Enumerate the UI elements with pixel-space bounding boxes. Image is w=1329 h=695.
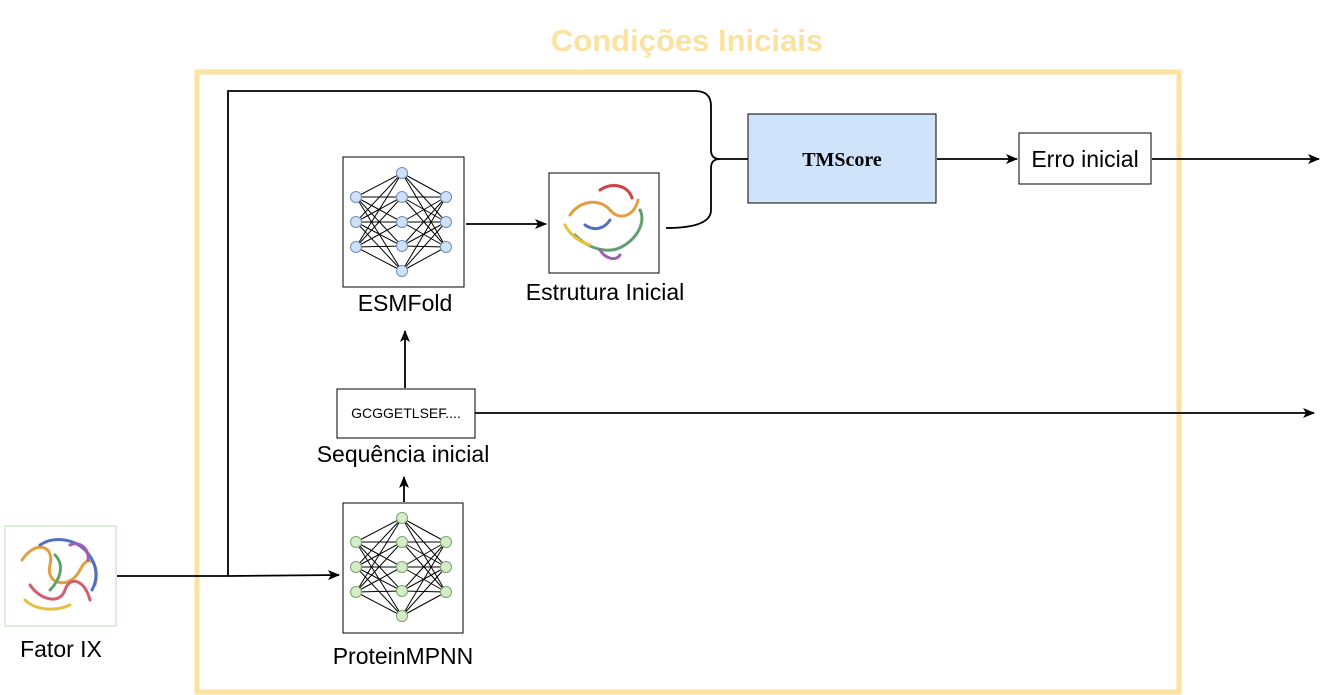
network-edge (355, 246, 403, 272)
estrutura-protein-icon (563, 184, 644, 261)
estrutura-node: Estrutura Inicial (526, 172, 685, 305)
network-node (350, 536, 362, 548)
network-edge (401, 517, 447, 543)
fator-ix-node: Fator IX (4, 525, 117, 662)
sequence-node: GCGGETLSEF.... Sequência inicial (317, 388, 490, 467)
network-edge (401, 221, 447, 272)
esmfold-network-icon (350, 167, 452, 277)
network-edge (401, 196, 447, 272)
network-node (350, 586, 362, 598)
erro-label: Erro inicial (1031, 146, 1138, 172)
network-edge (401, 566, 447, 617)
connector-bus-bottom (665, 158, 721, 229)
network-edge (355, 172, 403, 223)
sequence-text: GCGGETLSEF.... (351, 405, 461, 421)
network-node (440, 241, 452, 253)
network-edge (355, 591, 403, 617)
sequence-label: Sequência inicial (317, 441, 490, 467)
network-node (396, 585, 408, 597)
network-node (440, 191, 452, 203)
diagram-title: Condições Iniciais (551, 23, 823, 58)
network-node (440, 216, 452, 228)
erro-node: Erro inicial (1018, 132, 1152, 185)
sequence-box (336, 388, 476, 439)
network-edge (355, 245, 403, 248)
network-node (396, 265, 408, 277)
network-node (350, 241, 362, 253)
network-edge (401, 541, 447, 592)
network-edge (355, 566, 403, 593)
network-edge (401, 591, 447, 617)
network-edge (355, 221, 403, 248)
connectors (117, 90, 1320, 581)
fator-ix-label: Fator IX (20, 636, 102, 662)
network-node (396, 216, 408, 228)
arrow-to-proteinmpnn (227, 570, 340, 581)
tmscore-box (747, 113, 937, 204)
network-node (396, 191, 408, 203)
proteinmpnn-network-icon (350, 512, 452, 622)
network-node (440, 561, 452, 573)
network-node (396, 610, 408, 622)
fator-ix-protein-icon (20, 538, 98, 611)
network-edge (401, 196, 447, 247)
network-node (440, 586, 452, 598)
network-edge (355, 172, 403, 198)
initial-conditions-frame (194, 69, 1182, 695)
network-edge (355, 517, 403, 543)
network-node (350, 191, 362, 203)
tmscore-label: TMScore (802, 149, 882, 171)
network-edge (355, 590, 403, 593)
network-node (396, 167, 408, 179)
network-node (396, 512, 408, 524)
erro-box (1018, 132, 1152, 185)
network-edge (401, 541, 447, 568)
network-edge (401, 196, 447, 223)
network-edge (355, 172, 403, 248)
network-edge (401, 541, 447, 617)
tmscore-node: TMScore (747, 113, 937, 204)
network-node (350, 561, 362, 573)
proteinmpnn-label: ProteinMPNN (333, 643, 474, 669)
network-node (396, 536, 408, 548)
esmfold-label: ESMFold (358, 290, 453, 316)
esmfold-node: ESMFold (342, 156, 465, 316)
estrutura-label: Estrutura Inicial (526, 279, 685, 305)
connector-bus-top (694, 90, 748, 160)
network-node (350, 216, 362, 228)
proteinmpnn-node: ProteinMPNN (333, 502, 474, 669)
network-node (396, 240, 408, 252)
network-edge (401, 172, 447, 198)
network-node (440, 536, 452, 548)
network-edge (355, 517, 403, 568)
network-edge (355, 196, 403, 248)
network-edge (355, 517, 403, 593)
network-edge (355, 541, 403, 593)
network-node (396, 561, 408, 573)
connector-bypass-top (227, 90, 695, 576)
network-edge (401, 246, 447, 272)
